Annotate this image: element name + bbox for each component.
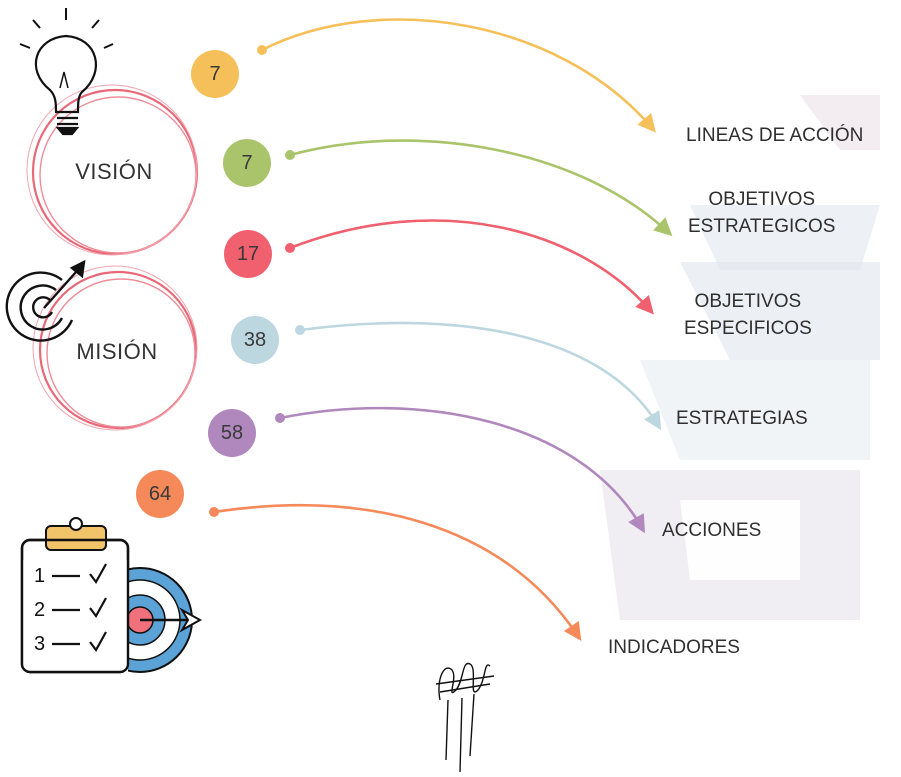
signature-icon xyxy=(435,662,495,773)
count-badge-obj-especif: 17 xyxy=(224,230,272,278)
count-badge-estrategias: 38 xyxy=(231,316,279,364)
checklist-number-3: 3 xyxy=(34,633,45,655)
target-arrow-icon xyxy=(20,538,203,674)
connector-arrow-3 xyxy=(288,219,652,312)
target-line: LINEAS DE ACCIÓN xyxy=(686,125,864,146)
count-badge-indicadores: 64 xyxy=(136,470,184,518)
connector-dot-1 xyxy=(257,45,267,55)
connector-dot-6 xyxy=(209,507,219,517)
connector-arrow-6 xyxy=(212,504,580,638)
mision-label: MISIÓN xyxy=(76,339,158,364)
connector-arrow-4 xyxy=(298,321,660,427)
target-lineas-de-accion: LINEAS DE ACCIÓN xyxy=(686,122,863,149)
target-line: INDICADORES xyxy=(608,637,740,658)
checklist-items: 1 2 3 xyxy=(34,563,107,655)
target-indicadores: INDICADORES xyxy=(608,634,740,661)
connector-dot-4 xyxy=(295,325,305,335)
count-badge-acciones: 58 xyxy=(208,409,256,457)
vision-label: VISIÓN xyxy=(75,159,153,184)
arrowhead-2 xyxy=(653,217,673,237)
checklist-number-2: 2 xyxy=(34,599,45,621)
arrowhead-4 xyxy=(644,410,662,431)
checklist-number-1: 1 xyxy=(34,565,45,587)
arrowhead-5 xyxy=(628,513,645,534)
mision-circle xyxy=(32,265,198,431)
arrowhead-6 xyxy=(563,621,582,641)
target-line: OBJETIVOS xyxy=(694,291,802,312)
connector-arrow-5 xyxy=(278,406,644,530)
target-line: ACCIONES xyxy=(662,520,762,541)
lightbulb-icon xyxy=(19,8,114,136)
arrowhead-3 xyxy=(635,295,654,315)
connector-dot-5 xyxy=(275,413,285,423)
target-line: ESTRATEGICOS xyxy=(688,216,836,237)
vision-circle xyxy=(26,84,199,256)
dartboard-icon xyxy=(5,259,86,342)
target-line: OBJETIVOS xyxy=(708,189,816,210)
connector-dot-3 xyxy=(285,243,295,253)
connector-arrow-2 xyxy=(288,139,670,234)
target-estrategias: ESTRATEGIAS xyxy=(676,405,808,432)
connector-dot-2 xyxy=(285,150,295,160)
target-objetivos-especificos: OBJETIVOS ESPECIFICOS xyxy=(684,288,812,342)
connector-arrow-1 xyxy=(260,18,654,130)
target-objetivos-estrategicos: OBJETIVOS ESTRATEGICOS xyxy=(688,186,835,240)
count-badge-obj-estrat: 7 xyxy=(223,139,271,187)
target-acciones: ACCIONES xyxy=(662,517,761,544)
count-badge-lineas: 7 xyxy=(191,50,239,98)
target-line: ESPECIFICOS xyxy=(684,318,812,339)
target-line: ESTRATEGIAS xyxy=(676,408,808,429)
arrowhead-1 xyxy=(637,113,656,133)
